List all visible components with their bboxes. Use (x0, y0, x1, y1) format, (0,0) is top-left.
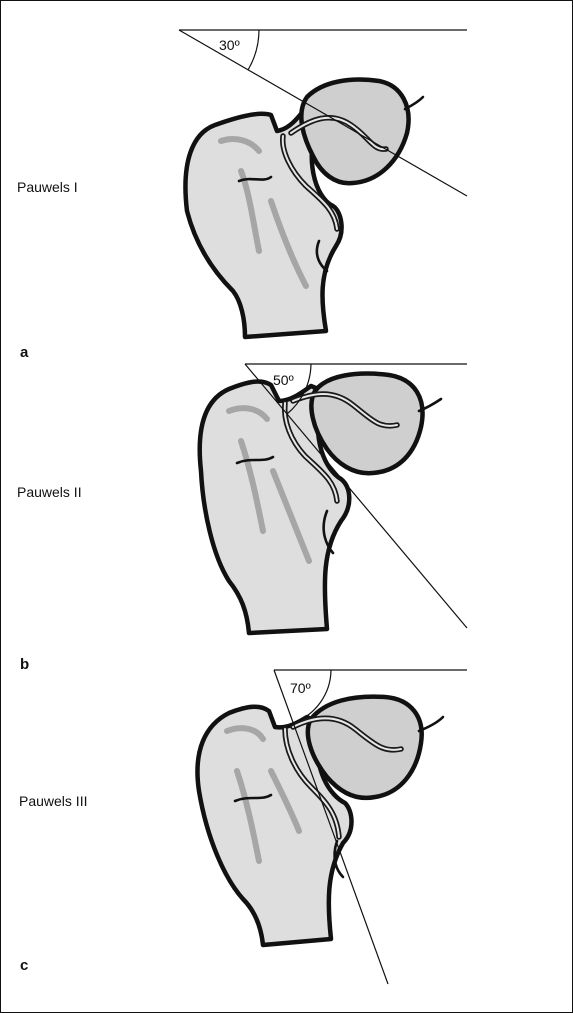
panel-name-a: Pauwels I (17, 179, 78, 195)
panel-name-c: Pauwels III (19, 793, 87, 809)
panel-a: 30º Pauwels I a (17, 30, 467, 361)
femoral-head-b (311, 374, 422, 474)
panel-letter-a: a (20, 344, 29, 361)
angle-value-b: 50º (273, 372, 294, 388)
femur-illustration-b (200, 374, 441, 633)
panel-letter-c: c (20, 957, 28, 974)
angle-value-a: 30º (219, 37, 240, 53)
panel-b: 50º Pauwels II b (17, 364, 467, 673)
angle-arc-a (248, 30, 259, 70)
femur-illustration-c (197, 697, 443, 945)
femur-illustration-a (185, 80, 423, 337)
panel-c: 70º Pauwels III c (19, 670, 467, 984)
panel-letter-b: b (20, 656, 29, 673)
angle-value-c: 70º (290, 680, 311, 696)
panel-name-b: Pauwels II (17, 484, 82, 500)
